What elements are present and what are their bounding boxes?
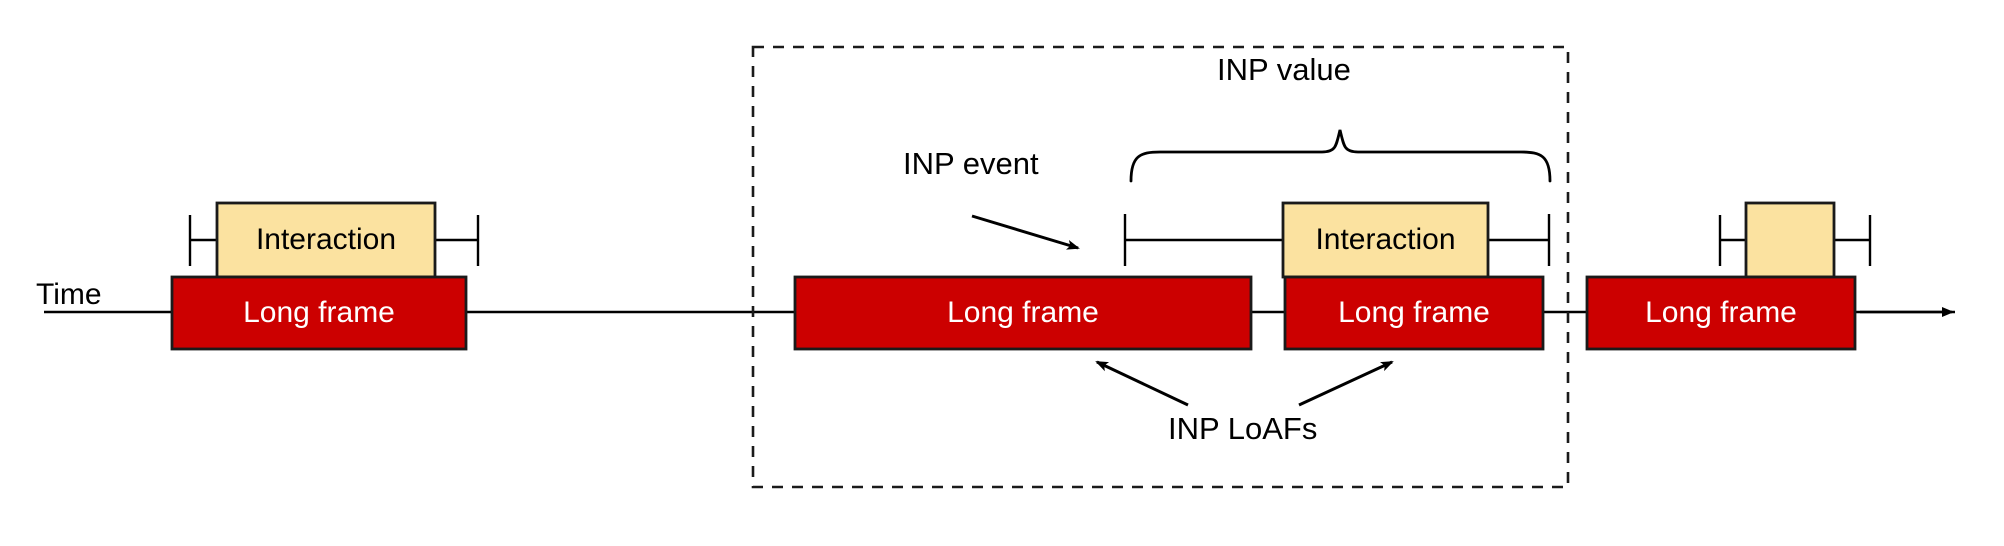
group-3-long-frame-box bbox=[1585, 275, 1857, 351]
inp-loafs-arrow-left bbox=[1095, 360, 1189, 407]
group-2-long-frame-box-2 bbox=[1283, 275, 1545, 351]
inp-value-brace bbox=[1129, 129, 1552, 183]
group-3-measure-bracket bbox=[1718, 215, 1872, 266]
inp-loafs-label: INP LoAFs bbox=[1168, 411, 1318, 446]
group-2-interaction-box bbox=[1281, 201, 1490, 279]
group-2-long-frame-box-1 bbox=[793, 275, 1253, 351]
inp-event-arrow bbox=[971, 214, 1080, 250]
group-1-interaction-box bbox=[215, 201, 437, 279]
inp-event-label: INP event bbox=[903, 146, 1039, 181]
time-axis-label: Time bbox=[36, 278, 102, 311]
group-3-interaction-box bbox=[1744, 201, 1836, 279]
group-1-long-frame-box bbox=[170, 275, 468, 351]
group-1-measure-bracket bbox=[188, 215, 480, 266]
inp-region-dashed-box bbox=[751, 45, 1570, 489]
group-2-measure-bracket bbox=[1123, 214, 1551, 266]
inp-value-label: INP value bbox=[1217, 52, 1351, 87]
inp-loafs-arrow-right bbox=[1298, 360, 1394, 407]
